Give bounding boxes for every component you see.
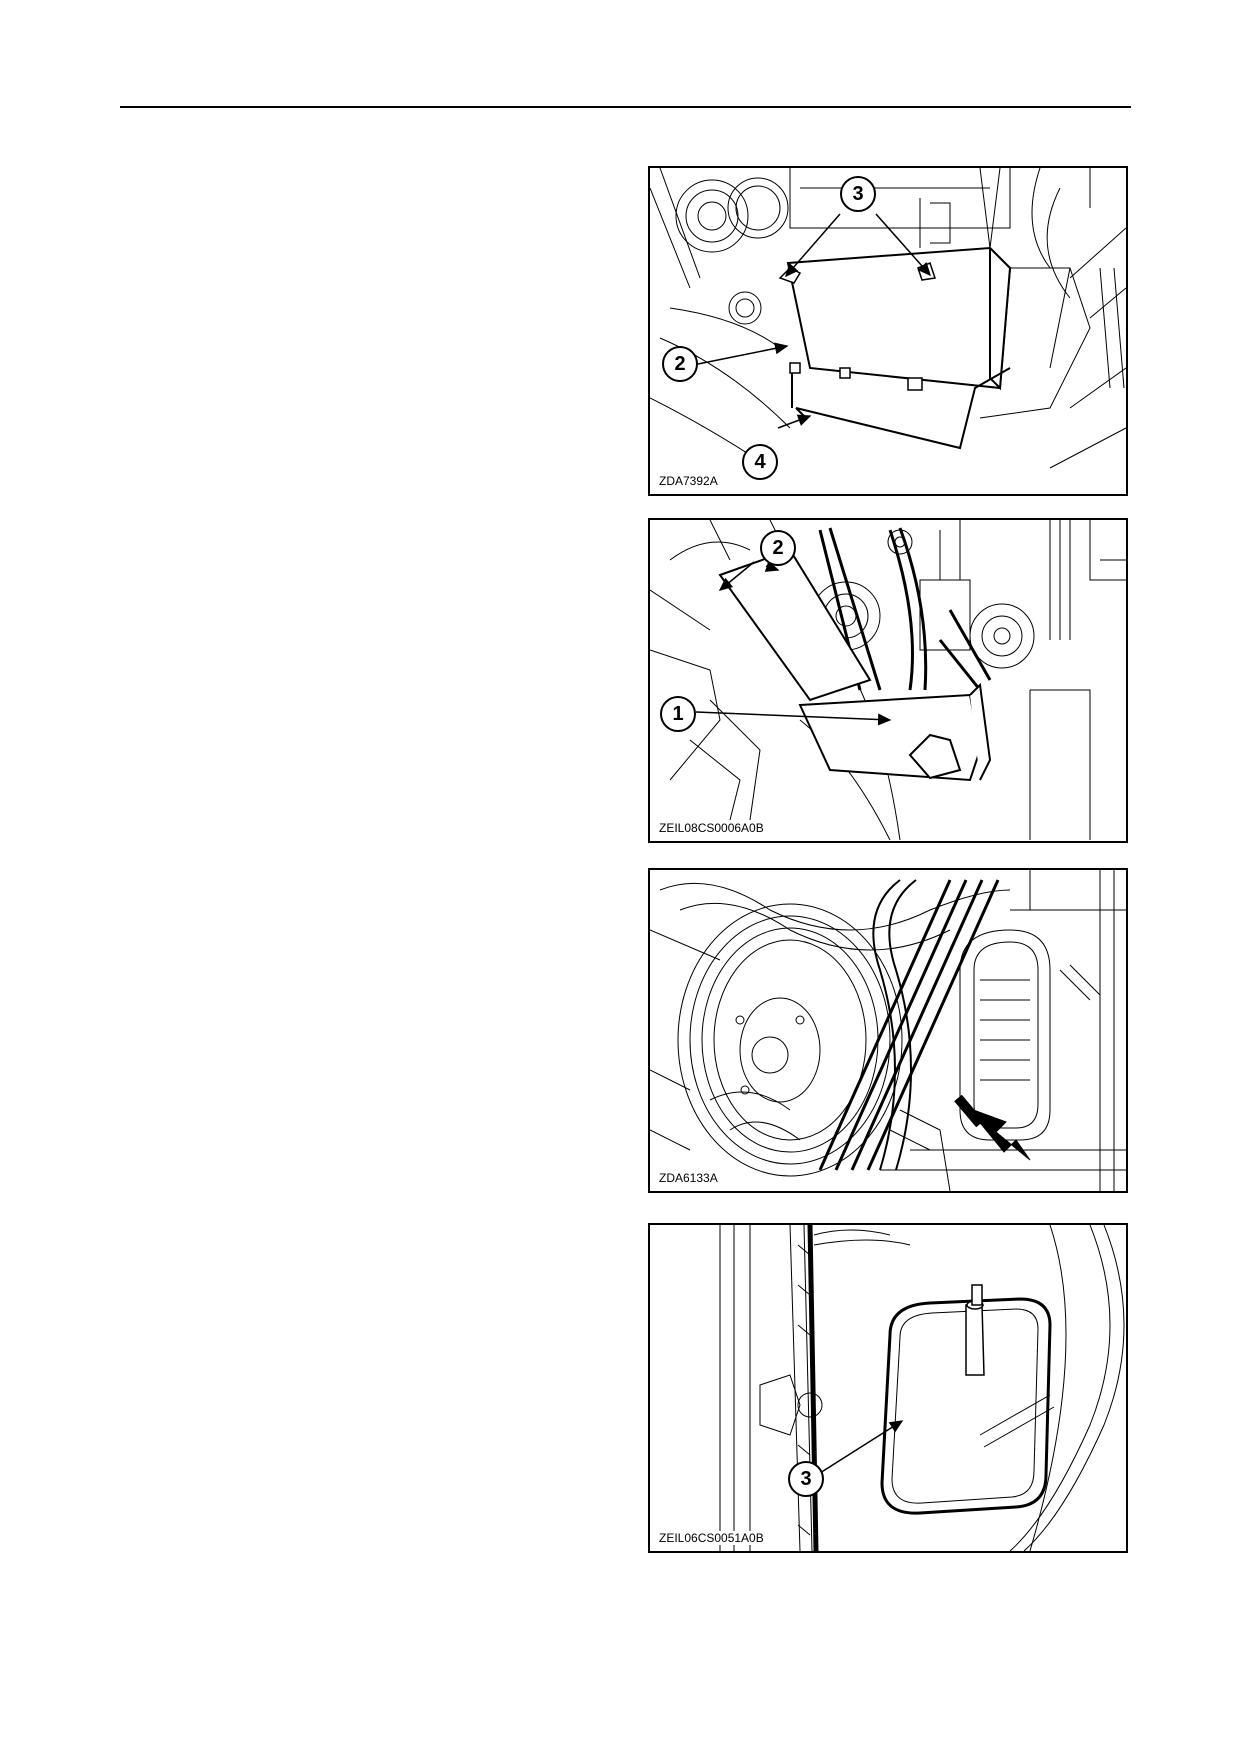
figure-id: ZDA7392A [658, 474, 719, 488]
figure-id: ZEIL08CS0006A0B [658, 821, 765, 835]
text-column [120, 150, 600, 1630]
callout-1: 1 [660, 696, 696, 732]
figure-id: ZDA6133A [658, 1171, 719, 1185]
figure-belt-guard: 2 1 ZEIL08CS0006A0B [648, 518, 1128, 843]
figure-shield-panel: 3 2 4 ZDA7392A [648, 166, 1128, 496]
figure-illustration [650, 168, 1126, 469]
figure-access-cover: 3 ZEIL06CS0051A0B [648, 1223, 1128, 1553]
callout-2: 2 [662, 346, 698, 382]
figure-id: ZEIL06CS0051A0B [658, 1531, 765, 1545]
callout-2: 2 [760, 530, 796, 566]
figure-pulley-access: ZDA6133A [648, 868, 1128, 1193]
figure-illustration [650, 870, 1126, 1191]
figure-illustration [650, 520, 1126, 841]
callout-4: 4 [742, 444, 778, 480]
figure-illustration [719, 1225, 1125, 1551]
callout-3: 3 [788, 1461, 824, 1497]
header-rule [120, 106, 1131, 108]
callout-3: 3 [840, 176, 876, 212]
